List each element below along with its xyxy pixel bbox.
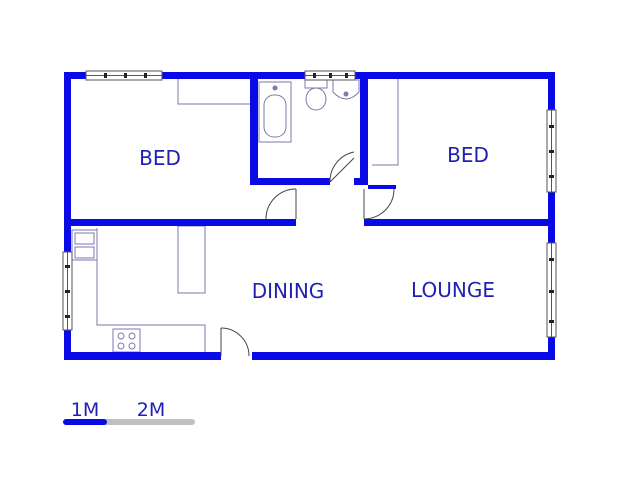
kitchen-sink bbox=[71, 229, 98, 261]
room-label-bed-right: BED bbox=[447, 143, 489, 167]
kitchen-counter bbox=[96, 228, 206, 352]
wardrobe-left-bed bbox=[177, 78, 252, 105]
room-label-lounge: LOUNGE bbox=[411, 278, 495, 302]
stove-burner-4 bbox=[128, 342, 136, 350]
toilet-cistern bbox=[304, 79, 328, 89]
scale-label-2m: 2M bbox=[137, 399, 165, 421]
room-labels: BED BED DINING LOUNGE bbox=[139, 143, 495, 303]
door-left-bed bbox=[265, 188, 297, 220]
basin bbox=[332, 79, 360, 100]
windows bbox=[62, 70, 557, 338]
door-bathroom bbox=[329, 151, 355, 183]
fixtures bbox=[71, 78, 399, 353]
wall-right-bed-jamb bbox=[368, 185, 396, 189]
wall-bottom-right bbox=[252, 352, 555, 360]
wall-bed-right-bottom bbox=[364, 219, 555, 226]
walls bbox=[64, 72, 555, 360]
stove-burner-1 bbox=[117, 332, 125, 340]
wardrobe-right-bed bbox=[372, 78, 399, 166]
stove-burner-3 bbox=[117, 342, 125, 350]
door-entrance bbox=[220, 327, 250, 357]
breakfast-counter bbox=[177, 225, 206, 294]
wall-bath-stub bbox=[354, 178, 368, 185]
window-left-bed bbox=[85, 70, 163, 81]
wall-right bbox=[548, 72, 555, 360]
wall-bath-right bbox=[360, 72, 368, 185]
wall-bath-left bbox=[250, 72, 258, 185]
wall-bed-left-bottom bbox=[64, 219, 296, 226]
stove bbox=[112, 328, 141, 353]
bathtub bbox=[258, 81, 292, 143]
scale-label-1m: 1M bbox=[71, 399, 99, 421]
bathtub-drain bbox=[272, 85, 278, 91]
kitchen-sink-bowl-2 bbox=[74, 246, 95, 259]
basin-drain bbox=[343, 91, 349, 97]
room-label-bed-left: BED bbox=[139, 146, 181, 170]
room-label-dining: DINING bbox=[252, 279, 325, 303]
toilet-bowl bbox=[305, 87, 327, 111]
bathtub-inner bbox=[263, 94, 287, 138]
window-right-bed bbox=[546, 109, 557, 193]
stove-burner-2 bbox=[128, 332, 136, 340]
wall-left bbox=[64, 72, 71, 360]
window-lounge bbox=[546, 242, 557, 338]
doors bbox=[220, 151, 395, 357]
window-bathroom bbox=[304, 70, 356, 81]
wall-bottom-left bbox=[64, 352, 221, 360]
wall-bath-bottom bbox=[250, 178, 330, 185]
window-kitchen bbox=[62, 251, 73, 331]
scale-bar: 1M 2M bbox=[63, 399, 195, 425]
door-right-bed bbox=[363, 188, 395, 220]
kitchen-sink-bowl-1 bbox=[74, 232, 95, 245]
